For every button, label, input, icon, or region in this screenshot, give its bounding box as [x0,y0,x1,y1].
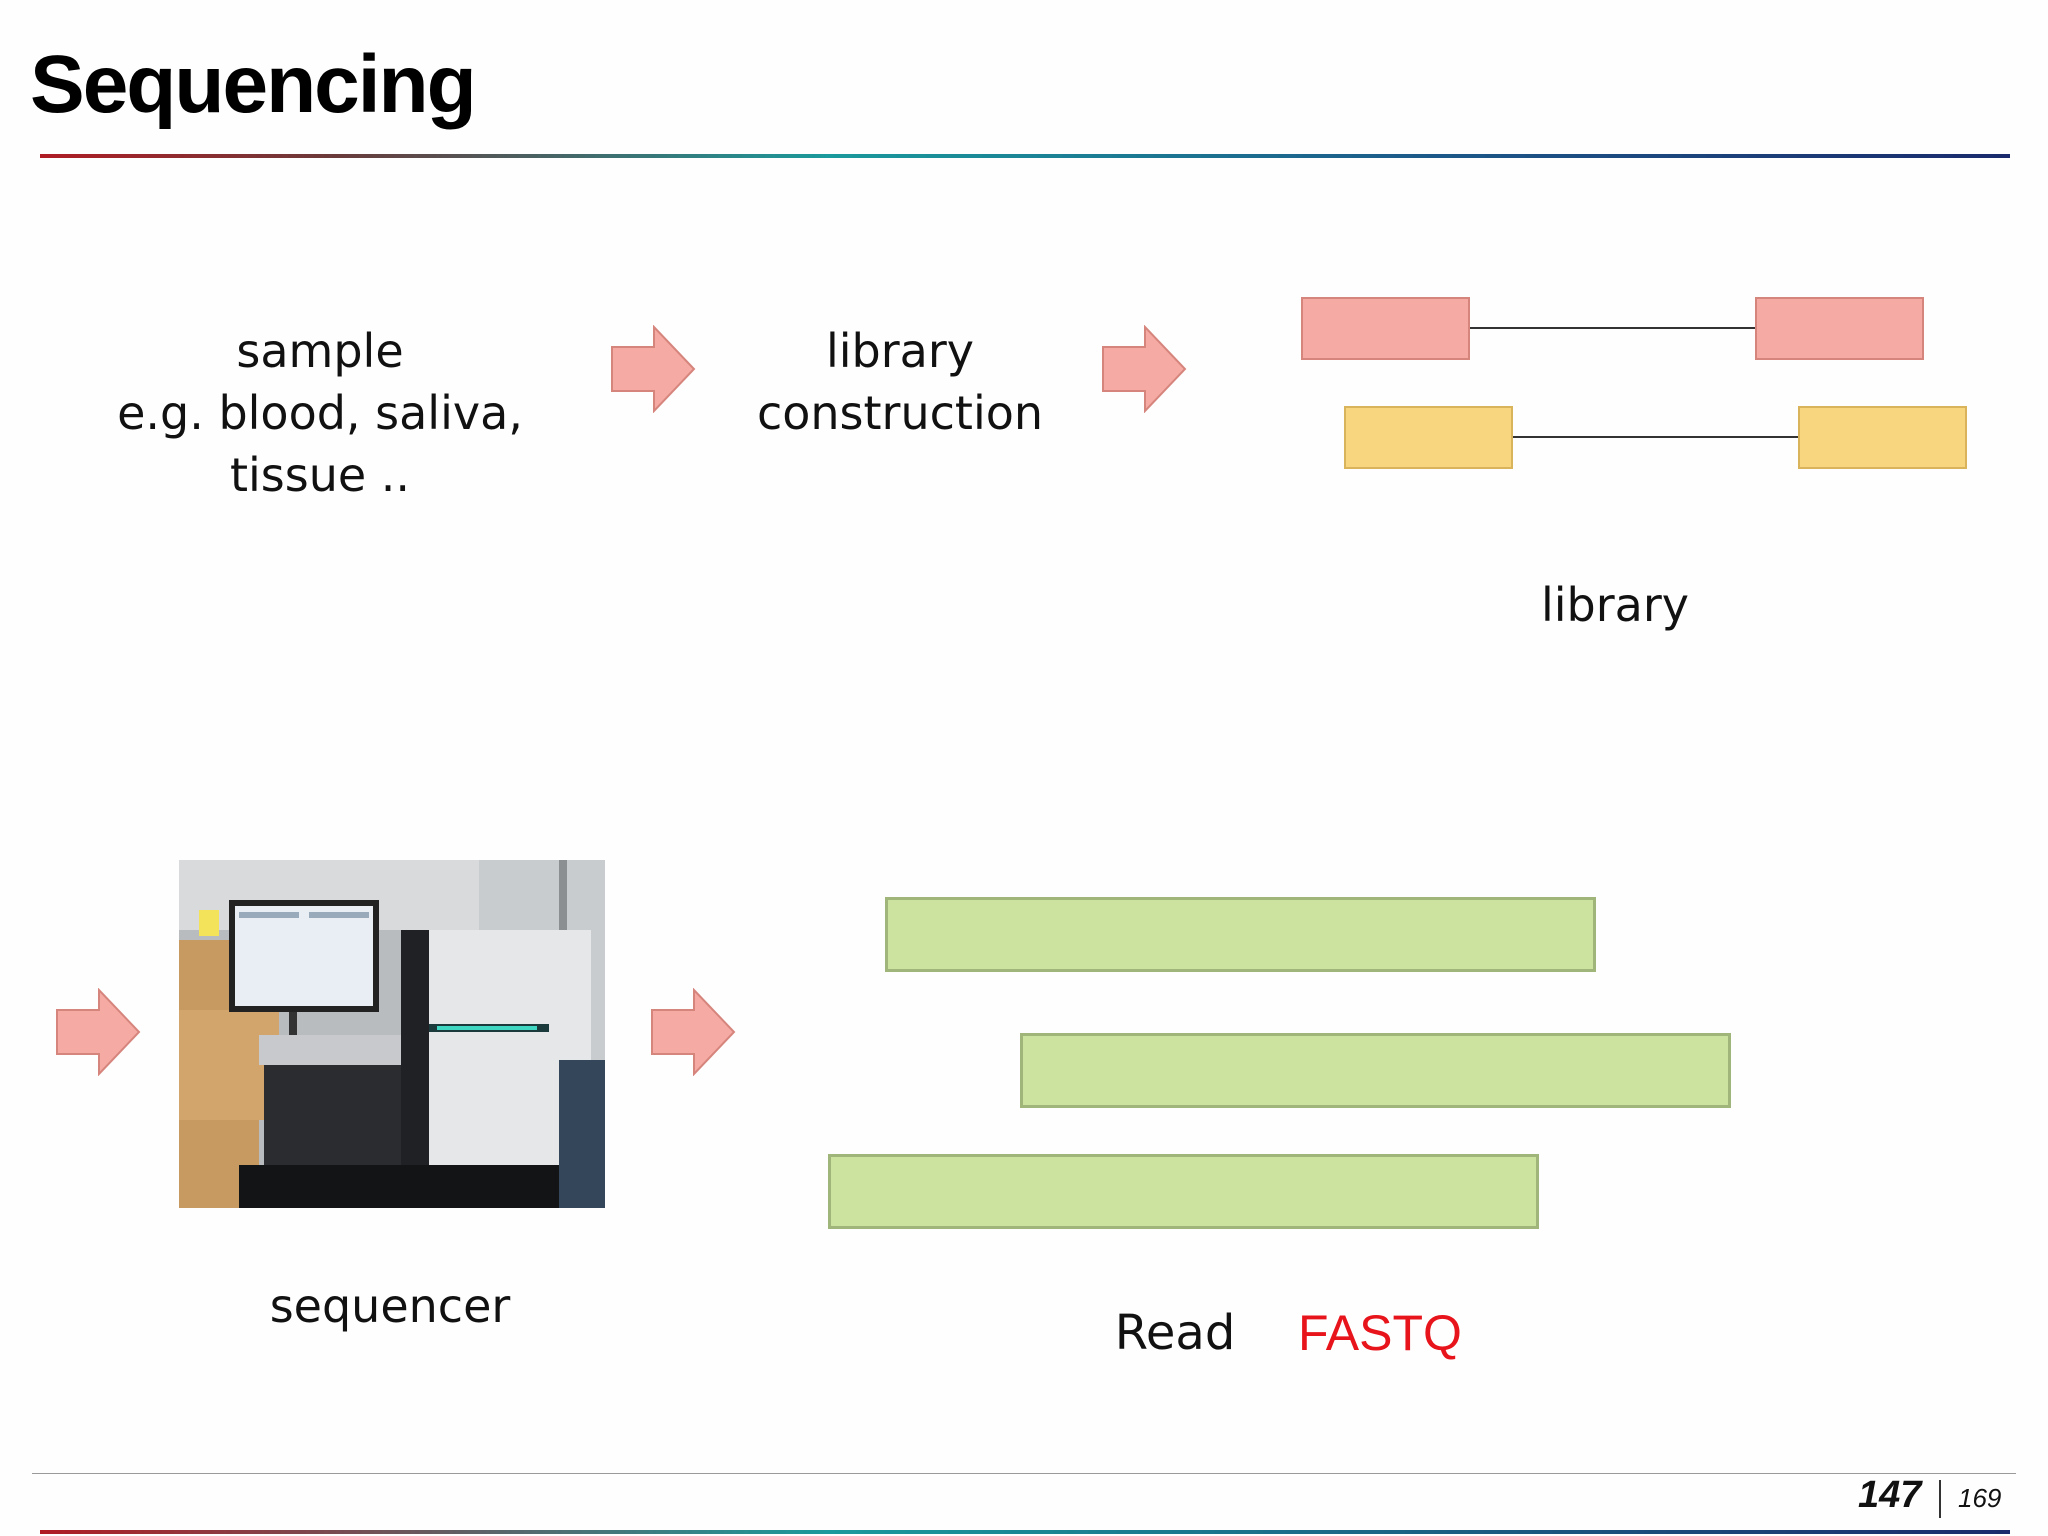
page-total: 169 [1958,1483,2002,1513]
page-separator [1939,1480,1941,1518]
footer-accent-rule [40,1530,2010,1534]
read-bar [885,897,1596,972]
library-construction-label: library construction [720,320,1080,444]
library-construction-line-1: library [826,324,974,378]
library-fragment-insert [1470,327,1755,329]
sequencer-photo [179,860,605,1208]
sample-line-1: sample [236,324,404,378]
library-label: library [1541,578,1689,632]
sequencer-label: sequencer [269,1279,511,1333]
footer-divider [32,1473,2016,1474]
flow-arrow-icon [55,988,141,1076]
slide-title: Sequencing [30,39,477,130]
library-fragment-adapter [1755,297,1924,360]
library-construction-line-2: construction [756,386,1044,440]
library-fragment-adapter [1344,406,1513,469]
library-fragment-adapter [1301,297,1470,360]
flow-arrow-icon [1101,325,1187,413]
page-number: 147 [1858,1474,1922,1516]
flow-arrow-icon [650,988,736,1076]
sample-line-2: e.g. blood, saliva, [117,386,523,440]
read-bar [828,1154,1539,1229]
flow-arrow-icon [610,325,696,413]
read-label: Read [1114,1305,1236,1361]
fastq-label: FASTQ [1298,1305,1462,1361]
title-divider [40,154,2010,158]
sample-label: sample e.g. blood, saliva, tissue .. [100,320,540,506]
library-fragment-adapter [1798,406,1967,469]
library-fragment-insert [1513,436,1798,438]
sample-line-3: tissue .. [229,448,411,502]
read-bar [1020,1033,1731,1108]
